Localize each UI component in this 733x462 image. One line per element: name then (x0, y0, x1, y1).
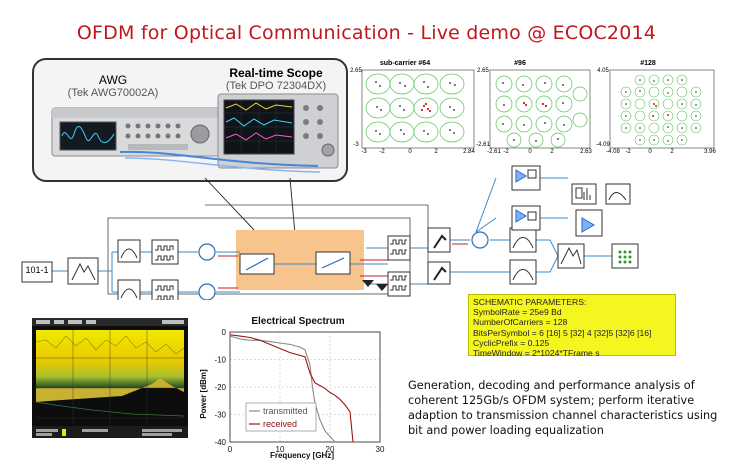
constellation-panels (361, 69, 715, 149)
scope-device-image (217, 93, 339, 169)
electrical-spectrum-chart: Electrical Spectrum 0 -10 -20 -30 -40 0 10 20 3… (199, 316, 385, 460)
awg-model-label: (Tek AWG70002A) (67, 87, 159, 99)
constellation-128-tick-c: 2 (670, 149, 674, 155)
schematic-line-carriers: NumberOfCarriers = 128 (473, 317, 568, 328)
constellation-96-xleft: -2.61 (487, 149, 501, 155)
constellation-96-tick-a: -2 (503, 149, 509, 155)
constellation-128-ytop: 4.05 (597, 68, 609, 74)
constellation-96-ytop: 2.65 (477, 68, 489, 74)
constellation-128-tick-a: -2 (625, 149, 631, 155)
constellation-64-ybottom: -3 (353, 142, 359, 148)
constellation-64-tick-a: -2 (379, 149, 385, 155)
constellation-96 (489, 69, 591, 149)
scope-model-label: (Tek DPO 72304DX) (225, 80, 327, 92)
x-tick-label: 10 (276, 445, 285, 454)
x-tick-label: 0 (228, 445, 233, 454)
constellation-96-tick-b: 0 (528, 149, 532, 155)
constellation-64 (361, 69, 475, 149)
y-axis-ticks: 0 -10 -20 -30 -40 (214, 328, 226, 447)
description-text: Generation, decoding and performance ana… (408, 379, 718, 437)
x-tick-label: 30 (376, 445, 385, 454)
scope-label: Real-time Scope (229, 66, 323, 80)
y-tick-label: -20 (214, 383, 226, 392)
y-tick-label: -10 (214, 356, 226, 365)
constellation-96-tick-c: 2 (550, 149, 554, 155)
schematic-line-bits: BitsPerSymbol = 6 [16] 5 [32] 4 [32]5 [3… (473, 327, 652, 338)
chart-legend: transmitted received (245, 402, 317, 432)
constellation-128 (609, 69, 715, 149)
schematic-parameters-box: SCHEMATIC PARAMETERS: SymbolRate = 25e9 … (468, 294, 676, 359)
constellation-64-tick-b: 0 (408, 149, 412, 155)
y-tick-label: 0 (222, 328, 227, 337)
source-label: 101-1 (25, 265, 49, 275)
awg-label: AWG (98, 73, 128, 87)
constellation-64-tick-c: 2 (434, 149, 438, 155)
system-block-diagram (21, 165, 639, 300)
constellation-64-ytop: 2.65 (350, 68, 362, 74)
awg-device-image (51, 107, 223, 157)
x-axis-label: Frequency [GHz] (270, 451, 334, 460)
constellation-128-ybottom: -4.09 (596, 142, 610, 148)
constellation-96-ybottom: -2.61 (476, 142, 490, 148)
y-tick-label: -40 (214, 438, 226, 447)
scope-screenshot (32, 318, 188, 438)
constellation-64-title: sub-carrier #64 (379, 60, 431, 67)
constellation-128-title: #128 (640, 60, 656, 67)
legend-transmitted: transmitted (263, 406, 308, 416)
chart-series (229, 334, 354, 443)
series-line-transmitted (229, 335, 336, 443)
cables (119, 150, 321, 173)
x-axis-ticks: 0 10 20 30 (228, 445, 385, 454)
schematic-line-timewindow: TimeWindow = 2*1024*TFrame s (473, 348, 600, 359)
chart-title: Electrical Spectrum (251, 316, 344, 327)
constellation-96-xright: 2.63 (580, 149, 592, 155)
schematic-line-symbolrate: SymbolRate = 25e9 Bd (473, 307, 562, 318)
chart-frame (229, 331, 381, 443)
constellation-128-xright: 3.96 (704, 149, 716, 155)
constellation-64-xleft: -3 (361, 149, 367, 155)
page-title: OFDM for Optical Communication - Live de… (76, 22, 657, 44)
constellation-96-title: #96 (514, 60, 526, 67)
legend-received: received (263, 419, 297, 429)
x-tick-label: 20 (326, 445, 335, 454)
constellation-64-xright: 2.84 (463, 149, 475, 155)
schematic-heading: SCHEMATIC PARAMETERS: (473, 297, 587, 307)
constellation-128-xleft: -4.08 (606, 149, 620, 155)
constellation-128-tick-b: 0 (648, 149, 652, 155)
y-tick-label: -30 (214, 411, 226, 420)
schematic-line-cp: CyclicPrefix = 0.125 (473, 337, 550, 348)
series-line-received (229, 334, 354, 443)
y-axis-label: Power [dBm] (199, 369, 208, 419)
